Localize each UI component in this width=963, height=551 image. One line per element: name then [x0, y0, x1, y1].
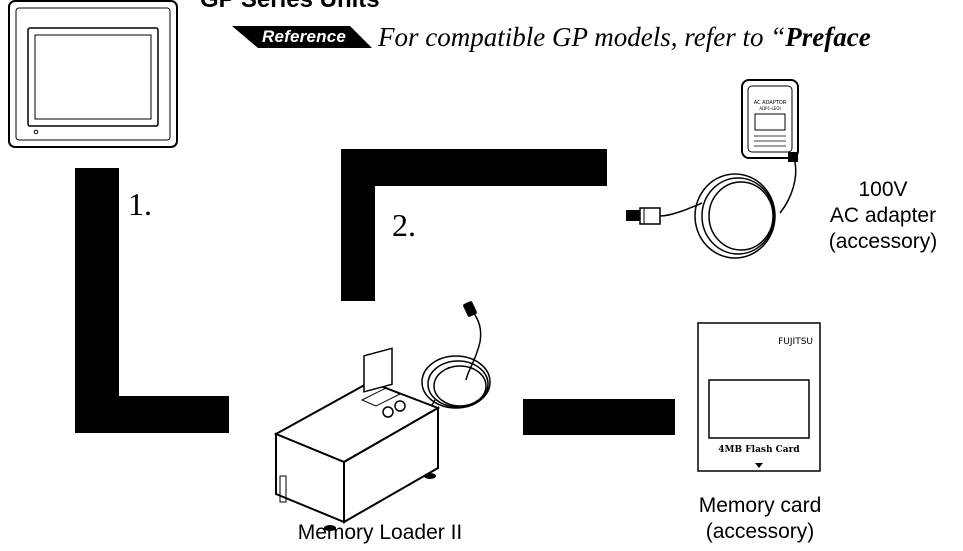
reference-note: Reference For compatible GP models, refe…	[232, 21, 871, 53]
connection-bar-1-horizontal	[75, 396, 229, 433]
memory-card-label: Memory card (accessory)	[670, 493, 850, 545]
reference-left-arrow-icon	[232, 26, 258, 48]
connection-bar-2-horizontal	[341, 149, 607, 186]
reference-badge: Reference	[232, 26, 373, 48]
reference-text-body: For compatible GP models, refer to “	[378, 21, 786, 52]
memory-loader-label: Memory Loader II	[297, 521, 463, 544]
ac-adapter-label: 100V AC adapter (accessory)	[808, 177, 958, 255]
connection-bar-3	[523, 399, 675, 435]
step-2-label: 2.	[392, 207, 416, 243]
memory-card-label-line-2: (accessory)	[705, 520, 815, 543]
section-title: GP Series Units	[200, 0, 380, 14]
memory-card-icon: FUJITSU 4MB Flash Card	[697, 322, 821, 472]
memory-card-label-line-1: Memory card	[698, 494, 822, 517]
card-brand-text: FUJITSU	[778, 337, 813, 347]
ac-adapter-label-line-1: 100V	[858, 178, 908, 201]
reference-text-bold: Preface	[785, 21, 871, 52]
reference-text: For compatible GP models, refer to “Pref…	[378, 22, 871, 53]
connection-bar-2-vertical	[341, 149, 375, 301]
ac-adapter-label-line-3: (accessory)	[828, 230, 938, 253]
ac-adapter-label-line-2: AC adapter	[829, 204, 937, 227]
memory-loader-icon	[273, 301, 491, 531]
ac-adapter-icon: AC ADAPTOR ADP1-LEOI	[626, 79, 799, 259]
adapter-print-line-2: ADP1-LEOI	[759, 106, 780, 111]
connection-bar-1-vertical	[75, 168, 119, 433]
reference-badge-label: Reference	[258, 26, 351, 48]
reference-right-arrow-icon	[350, 26, 373, 48]
step-1-label: 1.	[128, 186, 152, 222]
card-name-text: 4MB Flash Card	[718, 445, 800, 455]
gp-unit-icon	[8, 0, 178, 148]
adapter-print-line-1: AC ADAPTOR	[754, 100, 787, 106]
